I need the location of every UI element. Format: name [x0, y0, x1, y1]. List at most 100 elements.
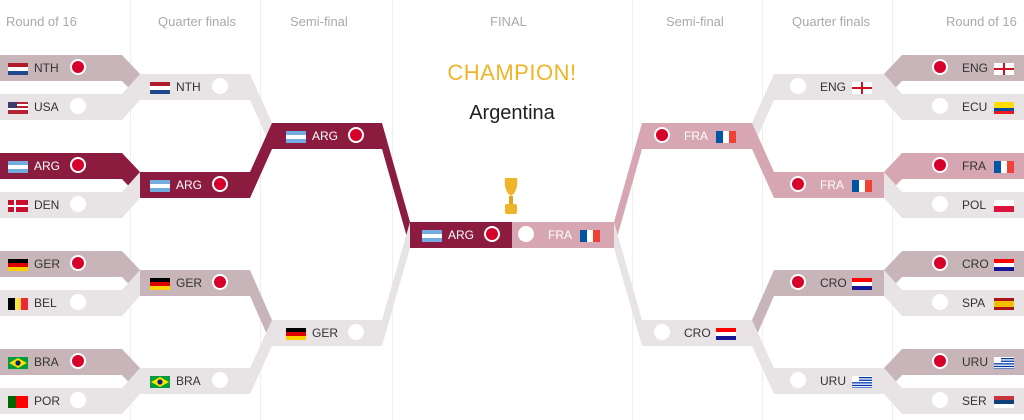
- flag-ar-icon: [422, 230, 442, 242]
- team-slot: ENG: [790, 74, 874, 100]
- team-code: DEN: [34, 198, 60, 212]
- winner-dot-icon: [932, 157, 948, 173]
- empty-dot-icon: [70, 98, 86, 114]
- flag-rs-icon: [994, 396, 1014, 408]
- team-slot: DEN: [8, 192, 92, 218]
- winner-dot-icon: [654, 127, 670, 143]
- flag-hr-icon: [994, 259, 1014, 271]
- team-code: ECU: [962, 100, 988, 114]
- flag-fr-icon: [580, 230, 600, 242]
- column-divider: [892, 0, 893, 420]
- team-code: GER: [312, 326, 339, 340]
- winner-dot-icon: [70, 353, 86, 369]
- flag-ar-icon: [8, 161, 28, 173]
- team-code: GER: [176, 276, 203, 290]
- team-code: FRA: [548, 228, 572, 242]
- r16-slot: [0, 192, 122, 218]
- winner-dot-icon: [348, 127, 364, 143]
- qf-connector: [752, 123, 774, 198]
- flag-ar-icon: [286, 131, 306, 143]
- flag-ec-icon: [994, 102, 1014, 114]
- flag-fr-icon: [716, 131, 736, 143]
- team-code: BRA: [176, 374, 201, 388]
- qf-connector: [250, 74, 272, 149]
- team-slot: POR: [8, 388, 92, 414]
- round-header-left-r16: Round of 16: [6, 14, 77, 29]
- empty-dot-icon: [212, 78, 228, 94]
- winner-dot-icon: [212, 274, 228, 290]
- flag-de-icon: [286, 328, 306, 340]
- r16-connector: [884, 172, 902, 218]
- team-slot: USA: [8, 94, 92, 120]
- qf-connector: [250, 123, 272, 198]
- team-code: ARG: [448, 228, 475, 242]
- winner-dot-icon: [932, 353, 948, 369]
- team-slot: FRA: [518, 222, 602, 248]
- empty-dot-icon: [790, 78, 806, 94]
- winner-dot-icon: [790, 274, 806, 290]
- team-slot: URU: [932, 349, 1016, 375]
- flag-es-icon: [994, 298, 1014, 310]
- team-slot: FRA: [790, 172, 874, 198]
- flag-fr-icon: [852, 180, 872, 192]
- flag-br-icon: [8, 357, 28, 369]
- team-slot: CRO: [654, 320, 738, 346]
- team-slot: GER: [286, 320, 370, 346]
- team-code: NTH: [176, 80, 201, 94]
- winner-dot-icon: [932, 255, 948, 271]
- flag-pt-icon: [8, 396, 28, 408]
- team-code: ENG: [820, 80, 847, 94]
- flag-fr-icon: [994, 161, 1014, 173]
- r16-slot: [0, 290, 122, 316]
- team-code: FRA: [962, 159, 986, 173]
- team-slot: CRO: [790, 270, 874, 296]
- flag-de-icon: [8, 259, 28, 271]
- empty-dot-icon: [70, 392, 86, 408]
- winner-dot-icon: [790, 176, 806, 192]
- round-header-final: FINAL: [490, 14, 527, 29]
- r16-connector: [122, 368, 140, 414]
- round-header-right-sf: Semi-final: [666, 14, 724, 29]
- team-slot: NTH: [150, 74, 234, 100]
- winner-dot-icon: [932, 59, 948, 75]
- flag-uy-icon: [852, 376, 872, 388]
- r16-slot: [0, 388, 122, 414]
- team-slot: CRO: [932, 251, 1016, 277]
- column-divider: [260, 0, 261, 420]
- team-code: ARG: [34, 159, 61, 173]
- team-code: POL: [962, 198, 987, 212]
- column-divider: [632, 0, 633, 420]
- qf-connector: [250, 320, 272, 394]
- flag-dk-icon: [8, 200, 28, 212]
- r16-connector: [122, 172, 140, 218]
- flag-hr-icon: [716, 328, 736, 340]
- team-code: USA: [34, 100, 59, 114]
- sf-connector: [382, 123, 410, 248]
- team-code: BEL: [34, 296, 57, 310]
- team-slot: NTH: [8, 55, 92, 81]
- team-slot: BRA: [8, 349, 92, 375]
- team-code: SER: [962, 394, 987, 408]
- team-code: POR: [34, 394, 61, 408]
- team-code: SPA: [962, 296, 986, 310]
- flag-us-icon: [8, 102, 28, 114]
- winner-dot-icon: [484, 226, 500, 242]
- r16-slot: [0, 251, 122, 277]
- team-slot: FRA: [932, 153, 1016, 179]
- column-divider: [130, 0, 131, 420]
- team-code: BRA: [34, 355, 59, 369]
- team-slot: GER: [150, 270, 234, 296]
- flag-en-icon: [994, 63, 1014, 75]
- team-slot: ARG: [150, 172, 234, 198]
- team-slot: BEL: [8, 290, 92, 316]
- flag-ar-icon: [150, 180, 170, 192]
- team-slot: ENG: [932, 55, 1016, 81]
- sf-connector: [614, 222, 642, 346]
- team-slot: SPA: [932, 290, 1016, 316]
- team-code: ARG: [312, 129, 339, 143]
- r16-slot: [0, 153, 122, 179]
- round-header-left-qf: Quarter finals: [158, 14, 237, 29]
- team-code: FRA: [820, 178, 844, 192]
- flag-pl-icon: [994, 200, 1014, 212]
- flag-de-icon: [150, 278, 170, 290]
